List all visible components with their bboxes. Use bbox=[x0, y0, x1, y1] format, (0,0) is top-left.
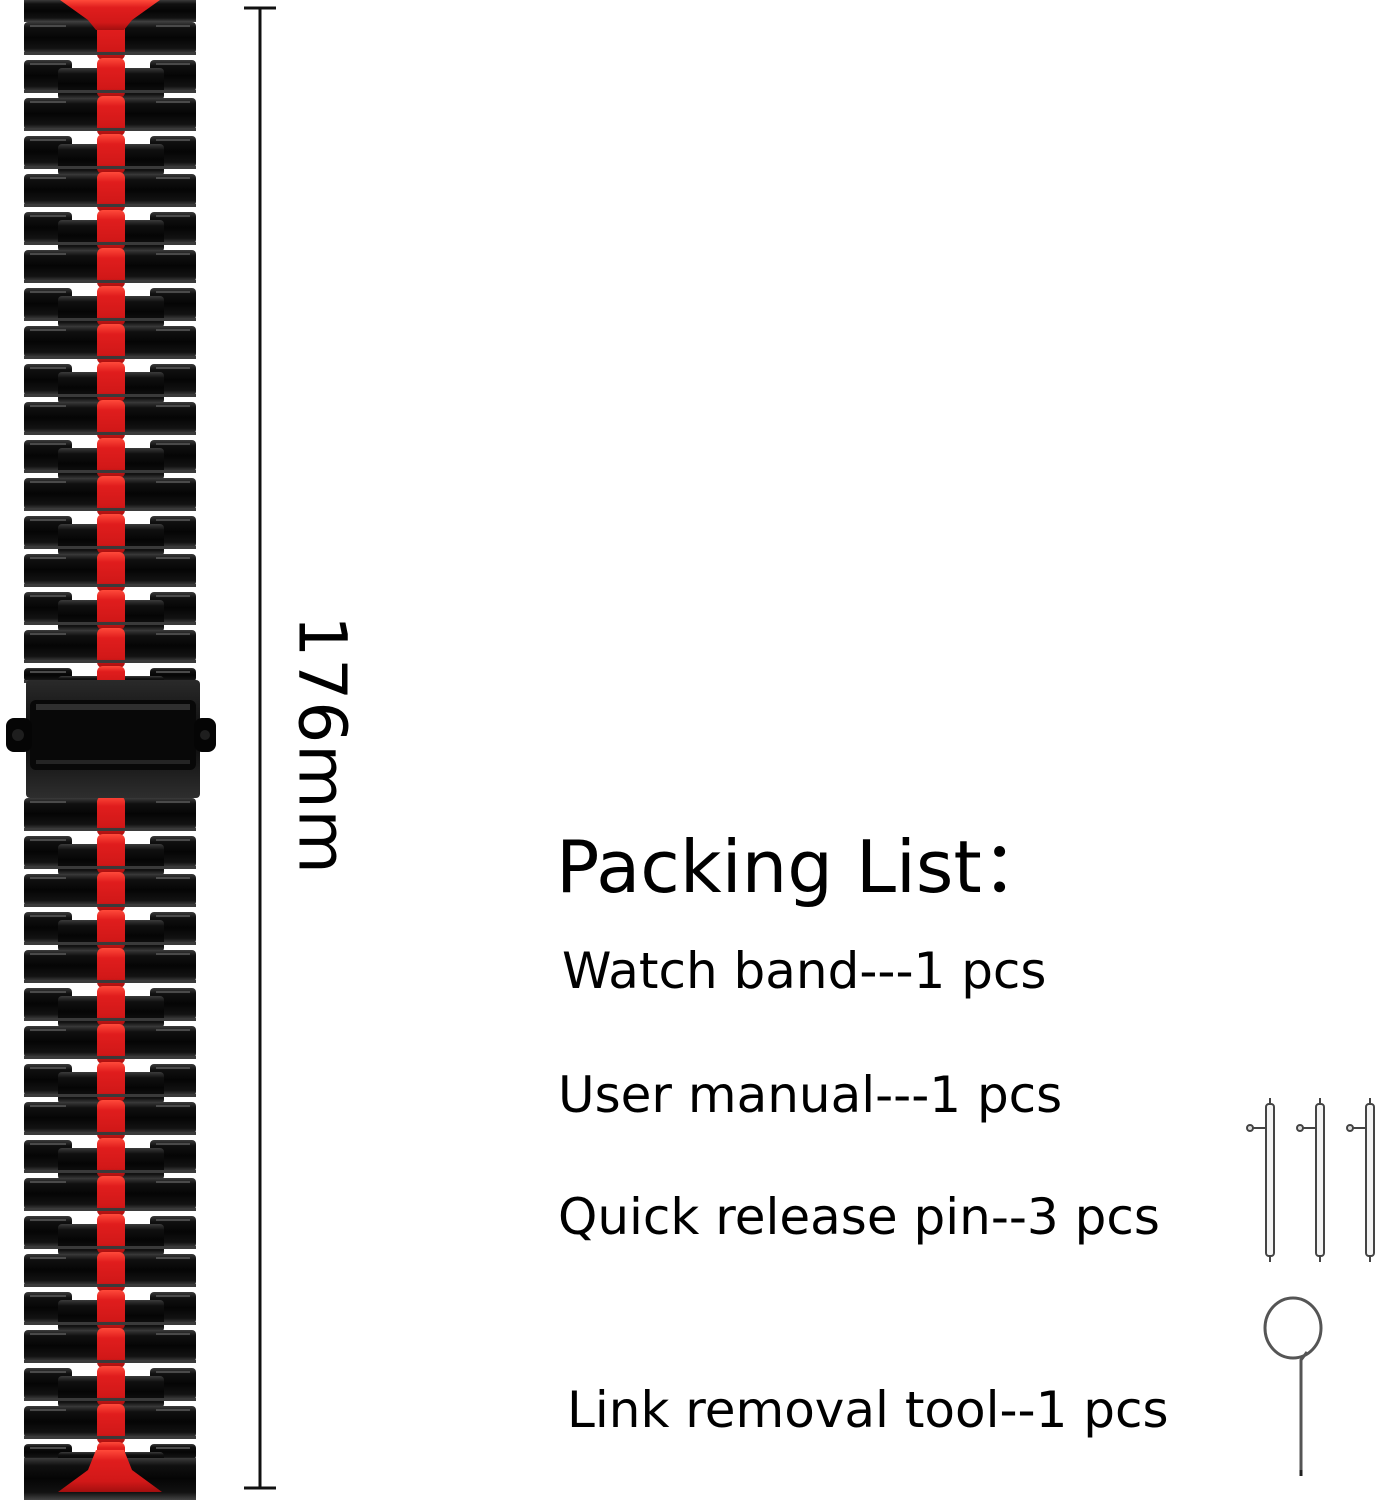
band-link bbox=[24, 1176, 196, 1216]
band-link bbox=[24, 1290, 196, 1332]
band-link bbox=[24, 948, 196, 988]
band-link bbox=[24, 1024, 196, 1064]
band-link bbox=[24, 514, 196, 556]
watch-band-image bbox=[6, 0, 216, 1500]
band-link bbox=[24, 1138, 196, 1180]
band-link bbox=[24, 286, 196, 328]
band-link bbox=[24, 590, 196, 632]
band-link bbox=[24, 96, 196, 136]
packing-item-link-removal-tool: Link removal tool--1 pcs bbox=[567, 1381, 1169, 1439]
band-link bbox=[24, 1404, 196, 1444]
band-link bbox=[24, 872, 196, 912]
band-link bbox=[24, 796, 196, 836]
length-value: 176mm bbox=[283, 615, 361, 875]
packing-item-watch-band: Watch band---1 pcs bbox=[562, 942, 1047, 1000]
band-link bbox=[24, 248, 196, 288]
band-link bbox=[24, 1062, 196, 1104]
quick-release-pin-icon bbox=[1246, 1098, 1375, 1262]
band-link bbox=[24, 210, 196, 252]
band-link bbox=[24, 134, 196, 176]
band-link bbox=[24, 438, 196, 480]
band-link bbox=[24, 986, 196, 1028]
band-link bbox=[24, 172, 196, 212]
length-dimension-line bbox=[244, 6, 276, 1490]
band-link bbox=[24, 58, 196, 100]
band-link bbox=[24, 552, 196, 592]
band-link bbox=[24, 324, 196, 364]
upper-links bbox=[24, 20, 196, 690]
band-link bbox=[24, 362, 196, 404]
band-link bbox=[24, 1366, 196, 1408]
lower-links bbox=[24, 796, 196, 1468]
band-link bbox=[24, 476, 196, 516]
packing-item-quick-release-pin: Quick release pin--3 pcs bbox=[558, 1188, 1160, 1246]
band-link bbox=[24, 1214, 196, 1256]
band-link bbox=[24, 1100, 196, 1140]
top-end-link bbox=[24, 0, 196, 30]
band-link bbox=[24, 628, 196, 668]
band-link bbox=[24, 1328, 196, 1368]
packing-item-user-manual: User manual---1 pcs bbox=[558, 1066, 1063, 1124]
band-link bbox=[24, 400, 196, 440]
clasp bbox=[6, 680, 216, 798]
bottom-end-link bbox=[24, 1450, 196, 1500]
band-link bbox=[24, 910, 196, 952]
band-link bbox=[24, 1252, 196, 1292]
band-link bbox=[24, 834, 196, 876]
link-removal-tool-icon bbox=[1263, 1296, 1323, 1476]
packing-list-title: Packing List： bbox=[556, 825, 1054, 909]
